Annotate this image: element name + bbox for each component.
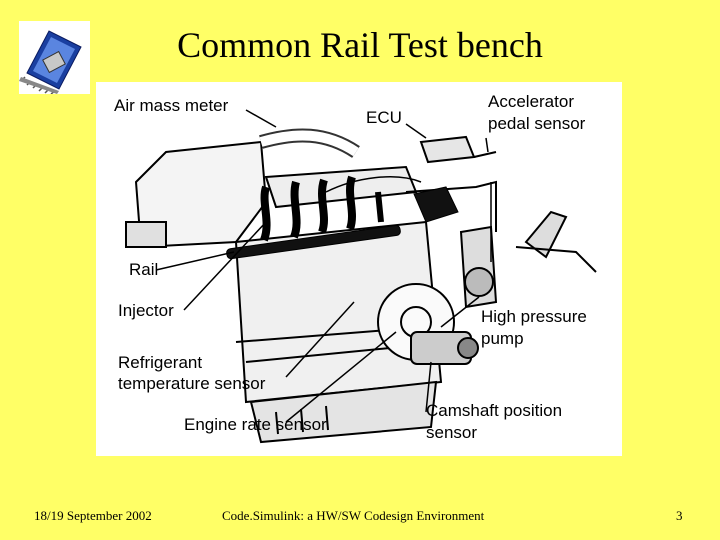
diagram-labels: Air mass meter ECU Accelerator pedal sen… [114,92,587,442]
chip-logo-icon [19,21,90,95]
label-ecu: ECU [366,108,402,127]
label-high-pressure-line1: High pressure [481,307,587,326]
label-refrigerant-line1: Refrigerant [118,353,202,372]
label-accelerator-line1: Accelerator [488,92,574,111]
label-accelerator-line2: pedal sensor [488,114,586,133]
footer-date: 18/19 September 2002 [34,508,152,523]
engine-illustration [125,128,597,444]
label-camshaft-line1: Camshaft position [426,401,562,420]
label-camshaft-line2: sensor [426,423,477,442]
footer-title: Code.Simulink: a HW/SW Codesign Environm… [222,508,485,523]
page-number: 3 [676,508,683,523]
label-injector: Injector [118,301,174,320]
label-refrigerant-line2: temperature sensor [118,374,266,393]
leader-lines [155,109,489,423]
label-high-pressure-line2: pump [481,329,524,348]
label-rail: Rail [129,260,158,279]
injector-rail [226,175,459,260]
engine-diagram: Air mass meter ECU Accelerator pedal sen… [96,82,622,456]
label-air-mass-meter: Air mass meter [114,96,229,115]
slide-title: Common Rail Test bench [177,25,543,65]
label-engine-rate: Engine rate sensor [184,415,327,434]
